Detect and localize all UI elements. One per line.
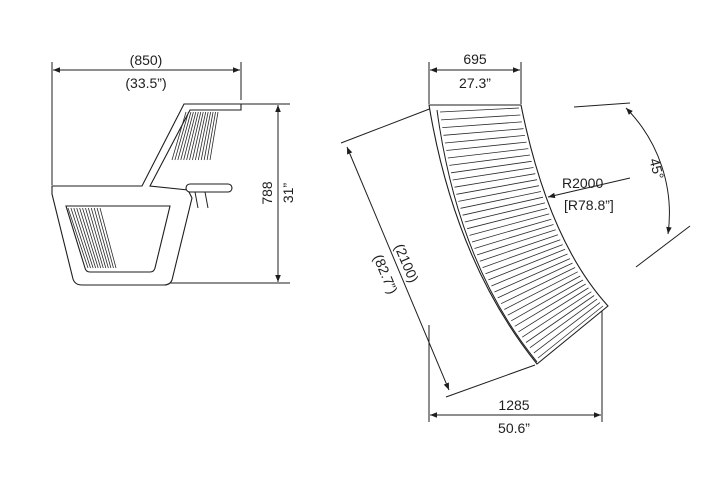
plan-slat	[537, 305, 604, 359]
lower-slat	[82, 207, 102, 269]
side-height-mm-label: 788	[259, 181, 275, 205]
plan-slat	[454, 173, 536, 188]
backrest-slat	[192, 111, 204, 161]
backrest-slat	[177, 111, 192, 161]
plan-slat	[464, 202, 546, 223]
plan-slat	[449, 154, 531, 166]
backrest-slats	[171, 111, 219, 161]
backrest-slat	[197, 111, 209, 161]
angle-extension-top	[573, 102, 631, 108]
lower-slat	[90, 207, 109, 269]
top-depth-in-label: 27.3”	[459, 75, 491, 91]
lower-slat	[99, 207, 117, 269]
seat-support-2	[204, 191, 209, 209]
top-radius-in-label: [R78.8”]	[564, 197, 614, 213]
top-angle-label: 45°	[646, 156, 667, 181]
plan-slat	[439, 107, 520, 113]
plan-slat	[450, 160, 532, 174]
lower-slat	[70, 207, 91, 269]
side-width-in-label: (33.5”)	[125, 75, 166, 91]
plan-slat	[514, 283, 586, 327]
plan-slat	[474, 224, 554, 249]
backrest-slat	[200, 111, 212, 161]
plan-slat	[533, 302, 601, 354]
plan-slat	[444, 135, 526, 144]
lower-slat	[87, 207, 107, 269]
top-span-mm-label: 1285	[498, 397, 529, 413]
radius-leader	[547, 177, 631, 199]
angle-arc	[625, 107, 672, 235]
lower-slat	[73, 207, 94, 269]
backrest-slat	[171, 111, 187, 161]
seat-slat-end	[185, 183, 233, 193]
plan-slat	[452, 167, 534, 181]
lower-slat	[85, 207, 104, 269]
plan-slat	[479, 234, 559, 262]
backrest-slat	[189, 111, 202, 161]
side-width-mm-label: (850)	[130, 52, 163, 68]
seat-support	[194, 191, 199, 209]
plan-slat	[471, 218, 552, 243]
length-extension-top	[340, 107, 433, 144]
plan-slat	[485, 244, 563, 275]
side-view: (850) (33.5”) 788 31”	[51, 52, 296, 286]
plan-slat	[458, 185, 540, 202]
side-height-in-label: 31”	[280, 183, 296, 204]
backrest-slat	[206, 111, 216, 161]
plan-slat	[456, 179, 538, 195]
plan-slat	[525, 295, 595, 343]
lower-slat	[79, 207, 99, 269]
plan-slat	[521, 291, 592, 338]
plan-slat	[488, 248, 566, 281]
bench-plan-slats	[439, 107, 604, 359]
plan-slat	[460, 191, 542, 209]
length-extension-bottom	[445, 364, 536, 398]
backrest-slat	[180, 111, 194, 161]
plan-slat	[446, 141, 527, 151]
backrest-slat	[183, 111, 197, 161]
plan-slat	[494, 258, 571, 293]
backrest-slat	[194, 111, 207, 161]
plan-slat	[443, 128, 524, 136]
plan-slat	[497, 262, 573, 299]
plan-slat	[469, 213, 550, 236]
plan-slat	[467, 208, 548, 230]
lower-slat	[76, 207, 97, 269]
lower-slat	[67, 207, 89, 269]
plan-slat	[491, 253, 568, 287]
backrest-slat	[174, 111, 189, 161]
plan-slat	[511, 279, 584, 322]
plan-slat	[500, 267, 576, 305]
bench-plan-inner-edge	[436, 109, 538, 363]
plan-slat	[529, 298, 598, 349]
lower-slats	[67, 207, 117, 269]
plan-slat	[441, 114, 521, 121]
plan-slat	[507, 275, 581, 316]
plan-slat	[442, 121, 522, 128]
backrest-slat	[203, 111, 214, 161]
angle-extension-bottom	[635, 225, 691, 268]
plan-slat	[482, 239, 561, 268]
top-span-in-label: 50.6”	[498, 420, 530, 436]
length-dimension-line	[346, 146, 450, 391]
top-depth-mm-label: 695	[463, 51, 487, 67]
lower-slat	[96, 207, 114, 269]
plan-slat	[447, 148, 529, 159]
lower-slat	[93, 207, 112, 269]
backrest-slat	[186, 111, 199, 161]
plan-slat	[518, 287, 589, 333]
top-view: 695 27.3” (2100) (82.7”) 1285 50.6” 45° …	[340, 51, 691, 436]
plan-slat	[476, 229, 556, 256]
backrest-slat	[209, 111, 219, 161]
top-radius-mm-label: R2000	[562, 175, 603, 191]
bench-plan-outline	[428, 104, 609, 365]
plan-slat	[462, 196, 544, 216]
plan-slat	[504, 271, 578, 310]
